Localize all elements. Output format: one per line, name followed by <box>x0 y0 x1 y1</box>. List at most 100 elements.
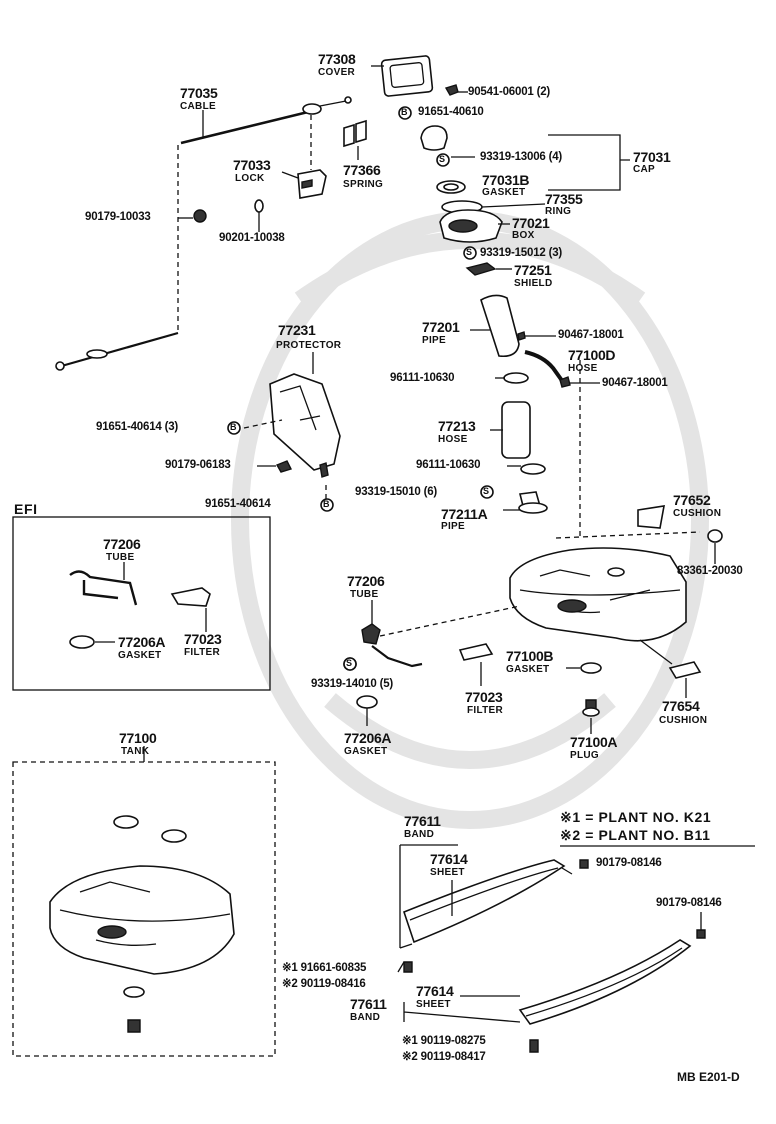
part-name: PIPE <box>441 521 465 532</box>
s-symbol: S <box>346 658 353 668</box>
part-name: CUSHION <box>659 715 708 726</box>
part-number: 77031B <box>482 172 530 188</box>
part-name: BAND <box>404 829 435 840</box>
part-name: BAND <box>350 1012 381 1023</box>
part-number: 77100 <box>119 730 157 746</box>
part-name: CAP <box>633 164 656 175</box>
part-name: TANK <box>121 746 150 757</box>
part-number: 77614 <box>416 983 454 999</box>
part-number: 77308 <box>318 51 356 67</box>
part-number: 77021 <box>512 215 550 231</box>
fuel-tank-main <box>509 547 687 642</box>
part-number: 90179-10033 <box>85 211 151 223</box>
part-name: PLUG <box>570 750 599 761</box>
part-number: 93319-14010 (5) <box>311 678 394 690</box>
part-name: CABLE <box>180 101 216 112</box>
cushion-77652 <box>637 505 665 529</box>
part-number: 77206 <box>103 536 141 552</box>
s-symbol: S <box>439 154 446 164</box>
efi-filter <box>170 587 211 607</box>
cushion-77654 <box>668 661 702 679</box>
part-name: COVER <box>318 67 356 78</box>
part-number: ※1 91661-60835 <box>282 962 367 974</box>
part-number: 96111-10630 <box>390 372 455 384</box>
spring-part <box>343 119 367 148</box>
part-name: SHEET <box>416 999 451 1010</box>
s-symbol: S <box>483 486 490 496</box>
part-number: 77652 <box>673 492 711 508</box>
nut-90179 <box>193 209 207 223</box>
part-number: 77206 <box>347 573 385 589</box>
bolt-symbols <box>227 106 494 671</box>
box-part <box>439 209 503 243</box>
part-name: FILTER <box>184 647 221 658</box>
efi-tube <box>69 570 138 606</box>
part-number: 77211A <box>441 506 488 522</box>
part-name: PROTECTOR <box>276 340 342 351</box>
part-name: TUBE <box>106 552 135 563</box>
part-number: 77033 <box>233 157 271 173</box>
part-name: HOSE <box>568 363 598 374</box>
cap-part <box>420 125 448 151</box>
part-number: 90179-06183 <box>165 459 231 471</box>
part-name: HOSE <box>438 434 468 445</box>
part-name: SPRING <box>343 179 384 190</box>
part-number: 91651-40614 (3) <box>96 421 179 433</box>
part-number: ※2 90119-08417 <box>402 1051 486 1063</box>
part-number: 77023 <box>465 689 503 705</box>
clip-90201 <box>254 199 264 213</box>
cable-end <box>55 331 179 371</box>
part-number: 77611 <box>350 996 387 1012</box>
b-symbol: B <box>401 107 408 117</box>
efi-heading: EFI <box>14 501 38 517</box>
diagram-code: MB E201-D <box>677 1070 740 1084</box>
part-number: 90201-10038 <box>219 232 285 244</box>
b-symbol: B <box>323 499 330 509</box>
tank-77100 <box>49 815 235 1033</box>
part-number: 77035 <box>180 85 218 101</box>
part-name: BOX <box>512 230 535 241</box>
part-number: 77023 <box>184 631 222 647</box>
part-number: 77611 <box>404 813 441 829</box>
part-name: TUBE <box>350 589 379 600</box>
part-number: 77201 <box>422 319 460 335</box>
plant-note-2: ※2 = PLANT NO. B11 <box>560 827 711 843</box>
filter-77023 <box>458 643 494 661</box>
part-name: LOCK <box>235 173 265 184</box>
part-name: GASKET <box>482 187 526 198</box>
part-number: 77213 <box>438 418 476 434</box>
part-number: 77031 <box>633 149 671 165</box>
part-name: PIPE <box>422 335 446 346</box>
shield-part <box>465 262 497 276</box>
lock-part <box>297 169 327 199</box>
part-number: 90179-08146 <box>596 857 662 869</box>
part-number: ※1 90119-08275 <box>402 1035 486 1047</box>
part-name: SHEET <box>430 867 465 878</box>
part-number: 90467-18001 <box>558 329 624 341</box>
part-number: 90179-08146 <box>656 897 722 909</box>
plant-note-1: ※1 = PLANT NO. K21 <box>560 809 712 825</box>
part-number: 93319-15010 (6) <box>355 486 438 498</box>
part-number: 93319-13006 (4) <box>480 151 563 163</box>
screw-90541 <box>444 84 459 96</box>
part-number: 77614 <box>430 851 468 867</box>
part-name: RING <box>545 206 572 217</box>
protector-part <box>269 373 341 471</box>
hose-77213 <box>501 401 531 459</box>
part-number: 77100A <box>570 734 618 750</box>
part-number: 77231 <box>278 322 316 338</box>
part-number: 77206A <box>344 730 392 746</box>
part-number: 96111-10630 <box>416 459 481 471</box>
part-number: 77366 <box>343 162 381 178</box>
part-number: ※2 90119-08416 <box>282 978 366 990</box>
filler-pipe <box>480 294 520 358</box>
part-name: GASKET <box>118 650 162 661</box>
sender-tube <box>361 623 423 668</box>
part-name: GASKET <box>506 664 550 675</box>
s-symbol: S <box>466 247 473 257</box>
part-name: FILTER <box>467 705 504 716</box>
part-number: 77355 <box>545 191 583 207</box>
part-number: 90541-06001 (2) <box>468 86 551 98</box>
part-number: 83361-20030 <box>677 565 743 577</box>
